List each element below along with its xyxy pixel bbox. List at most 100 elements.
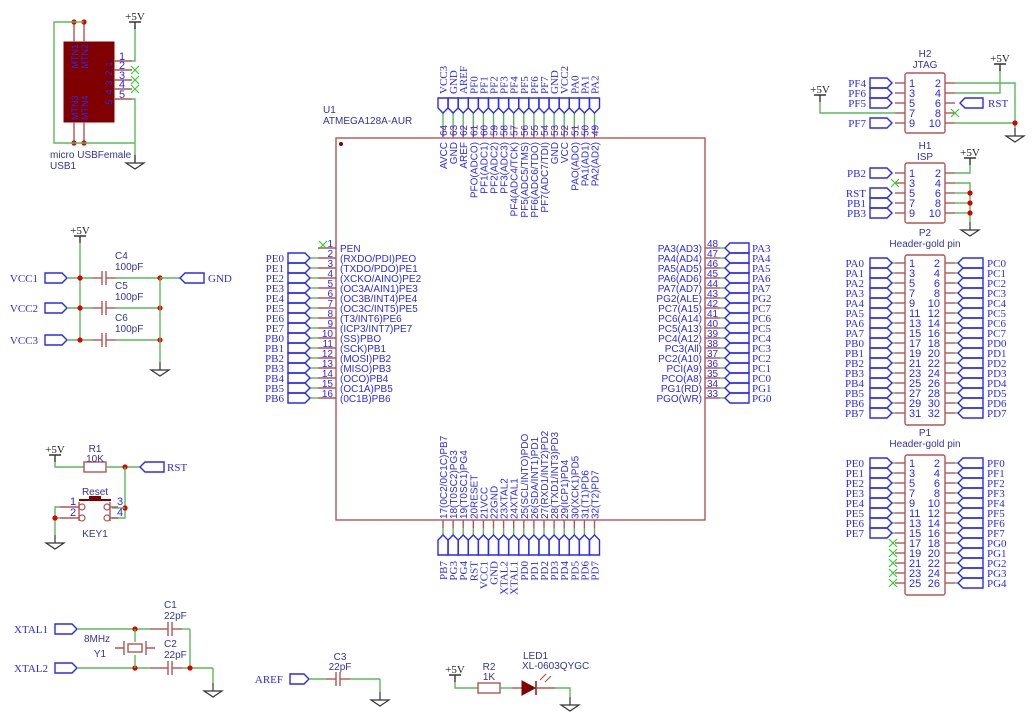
c3-value: 22pF	[329, 662, 352, 673]
net-label: PA3	[752, 243, 771, 255]
net-label: PF3	[499, 76, 511, 94]
pin-name: (SCL/INTO)PDO	[520, 434, 531, 508]
led-icon	[521, 680, 537, 696]
pin-name: (T2)PD7	[591, 470, 602, 508]
pin-number: 34	[707, 379, 719, 390]
pin-number: 62	[459, 124, 470, 136]
pin-number: 19	[459, 507, 470, 519]
ground-icon	[202, 683, 224, 698]
net-port-icon	[477, 97, 490, 114]
wire	[955, 182, 971, 222]
net-label: PE5	[266, 303, 285, 315]
pin-number: 22	[928, 558, 940, 570]
pin-number: 40	[707, 319, 719, 330]
net-port-icon	[287, 252, 311, 264]
pin-name: (ICP3/INT7)PE7	[340, 324, 413, 335]
net-label: PE6	[846, 518, 865, 530]
net-label: PD6	[579, 561, 591, 581]
net-port-icon	[44, 272, 68, 284]
net-port-icon	[54, 662, 78, 674]
net-label: GND	[549, 70, 561, 94]
net-label: PC4	[987, 298, 1006, 310]
pin-name: (T1)PD6	[580, 470, 591, 508]
net-port-icon	[287, 352, 311, 364]
net-port-icon	[538, 97, 550, 114]
pin-name: (0C2/0C1C)PB7	[439, 435, 450, 508]
net-port-icon	[869, 307, 893, 319]
junction-dot	[77, 337, 83, 343]
c1-ref: C1	[164, 600, 177, 611]
pin-number: 2	[935, 78, 941, 90]
net-port-icon	[724, 312, 750, 324]
junction-dot	[967, 210, 973, 216]
pin-number: 52	[560, 124, 571, 136]
pin-number: 25	[909, 578, 921, 590]
net-label: PF7	[987, 528, 1005, 540]
net-label: RST	[468, 561, 480, 581]
c3-ref: C3	[334, 652, 347, 663]
net-label: PF6	[987, 518, 1005, 530]
net-label: PG3	[448, 561, 460, 581]
net-port-icon	[957, 557, 984, 569]
led-ref: LED1	[523, 651, 548, 662]
net-port-icon	[287, 322, 311, 334]
net-label: PC7	[987, 328, 1006, 340]
pin-number: 57	[510, 124, 521, 136]
net-port-icon	[548, 534, 560, 556]
pin-name: MTN3	[70, 96, 80, 121]
pin-name: (TXDO/PDO)PE1	[340, 264, 418, 275]
net-label: PA7	[845, 328, 864, 340]
pin-number: 1	[909, 258, 915, 270]
net-label: XTAL2	[499, 561, 511, 595]
pin-number: 12	[322, 349, 334, 360]
pin-number: 7	[909, 108, 915, 120]
pin-number: 2	[119, 60, 125, 72]
net-label: PG3	[987, 568, 1007, 580]
pin-number: 4	[934, 268, 940, 280]
pin-number: 4	[935, 178, 941, 190]
pin-name: MTN2	[80, 44, 90, 69]
pin-name: PFO(ADCO)	[469, 142, 480, 198]
net-port-icon	[287, 372, 311, 384]
net-label: PA4	[845, 298, 864, 310]
pin-number: 30	[570, 507, 581, 519]
pin-number: 5	[327, 279, 333, 290]
net-port-icon	[957, 507, 984, 519]
pin-name: PG2(ALE)	[656, 294, 702, 305]
junction-dot	[967, 190, 973, 196]
pin-number: 22	[490, 507, 501, 519]
pin-name: (OC3B/INT4)PE4	[340, 294, 418, 305]
pin-number: 7	[327, 299, 333, 310]
no-connect-icon	[888, 538, 898, 548]
pin-number: 15	[322, 379, 334, 390]
net-port-icon	[957, 287, 984, 299]
pin-number: 2	[935, 168, 941, 180]
pin-number: 20	[469, 507, 480, 519]
crystal-value: 8MHz	[84, 634, 110, 645]
pin-number: 17	[909, 338, 921, 350]
net-port-icon	[518, 534, 530, 556]
pin-number: 8	[934, 288, 940, 300]
cap-value: 100pF	[115, 262, 143, 273]
pin-number: 53	[550, 124, 561, 136]
pin-name: (0C1B)PB6	[340, 394, 391, 405]
pin-number: 26	[530, 507, 541, 519]
net-port-icon	[869, 507, 893, 519]
net-label: PF5	[848, 98, 866, 110]
pin-number: 18	[928, 338, 940, 350]
pin-number: 13	[909, 518, 921, 530]
net-port-icon	[724, 372, 750, 384]
net-port-icon	[957, 267, 984, 279]
wire	[955, 68, 1001, 94]
header-ref: P1	[919, 428, 932, 439]
net-label: XTAL1	[14, 624, 48, 636]
pin-number: 27	[909, 388, 921, 400]
power-label: +5V	[810, 84, 830, 96]
junction-dot	[77, 275, 83, 281]
pin-number: 4	[327, 269, 333, 280]
pin-number: 31	[580, 507, 591, 519]
switch-contact-icon	[103, 503, 111, 511]
pin-name: (XCK1)PD5	[570, 455, 581, 508]
pin-number: 6	[935, 98, 941, 110]
net-label: PF1	[987, 468, 1005, 480]
